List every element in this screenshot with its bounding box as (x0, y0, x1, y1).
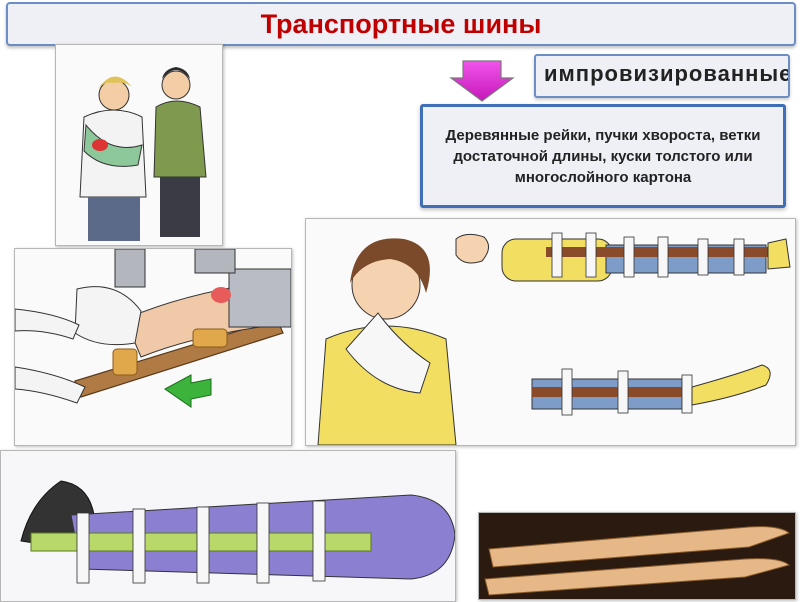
skis-illustration (478, 512, 796, 600)
title-bar: Транспортные шины (6, 2, 796, 46)
page-title: Транспортные шины (260, 8, 542, 39)
improvised-label: импровизированные (544, 61, 790, 86)
leg-board-splint-illustration (14, 248, 292, 446)
arm-sling-illustration (55, 44, 223, 246)
branch-splint-illustration (0, 450, 456, 602)
sling-and-body-splints-illustration (305, 218, 796, 446)
description-box: Деревянные рейки, пучки хвороста, ветки … (420, 104, 786, 208)
down-arrow-icon (449, 60, 515, 102)
description-text: Деревянные рейки, пучки хвороста, ветки … (445, 126, 761, 186)
improvised-label-box: импровизированные (534, 54, 790, 98)
